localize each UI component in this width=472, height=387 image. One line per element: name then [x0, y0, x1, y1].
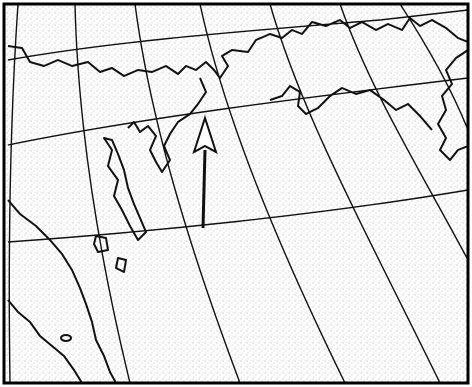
island-coastline	[103, 137, 147, 241]
longitude-line	[8, 3, 19, 384]
island-coastline	[93, 235, 109, 253]
longitude-line	[74, 3, 131, 384]
longitude-lines	[8, 3, 469, 384]
longitude-line	[269, 3, 441, 384]
central-coastline	[127, 77, 207, 173]
latitude-line	[7, 189, 469, 243]
coastlines	[7, 17, 469, 384]
longitude-line	[339, 3, 469, 261]
longitude-line	[199, 3, 346, 384]
western-coastline	[7, 199, 117, 384]
northern-coastline	[7, 17, 469, 79]
north-pointing-arrow-icon	[192, 114, 218, 229]
lake-outline	[60, 334, 72, 342]
stippled-background	[4, 4, 468, 383]
southwest-coastline	[7, 299, 83, 384]
latitude-line	[7, 77, 469, 146]
northeast-coastline	[437, 49, 469, 161]
longitude-line	[134, 3, 241, 384]
eastern-coastline	[269, 85, 433, 131]
island-coastline	[115, 257, 127, 273]
